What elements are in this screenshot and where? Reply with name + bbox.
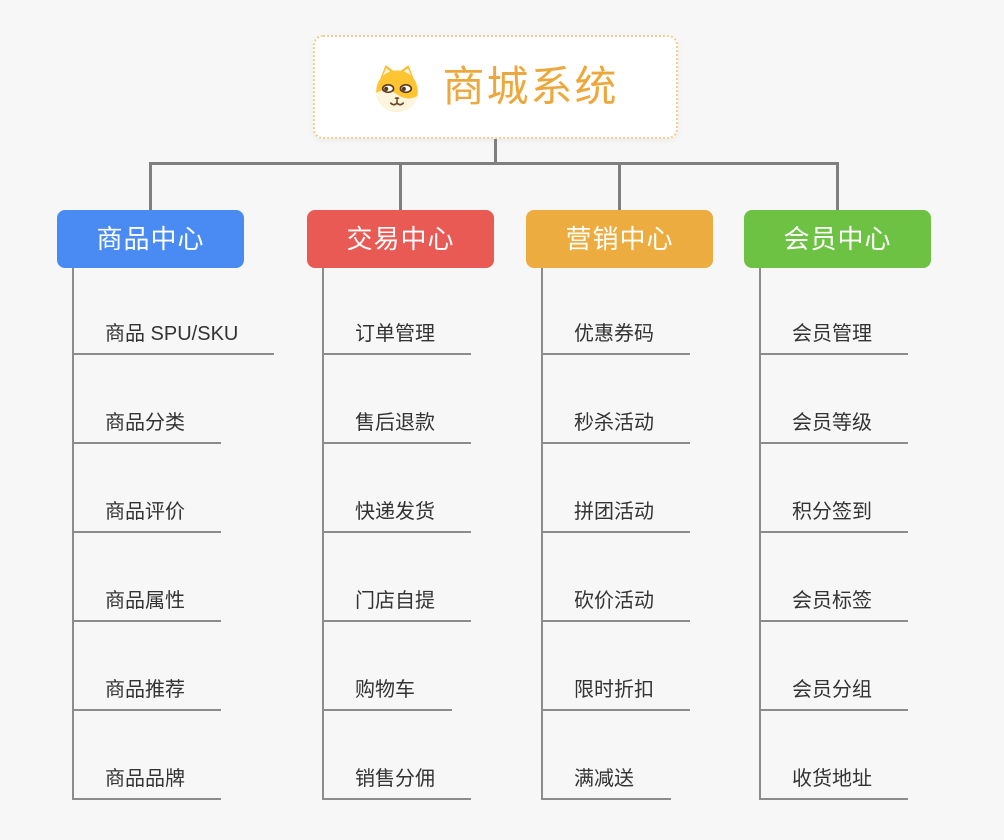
- children-list-marketing: 优惠券码秒杀活动拼团活动砍价活动限时折扣满减送: [541, 266, 690, 800]
- branch-label: 会员中心: [783, 224, 892, 254]
- trunk-stub-line: [494, 139, 497, 165]
- child-connector-line-marketing: [541, 268, 543, 800]
- branch-drop-line-marketing: [618, 162, 621, 210]
- child-node[interactable]: 会员标签: [759, 533, 908, 622]
- child-node[interactable]: 商品分类: [72, 355, 221, 444]
- child-node[interactable]: 商品属性: [72, 533, 221, 622]
- child-node[interactable]: 商品推荐: [72, 622, 221, 711]
- child-node[interactable]: 收货地址: [759, 711, 908, 800]
- child-node[interactable]: 砍价活动: [541, 533, 690, 622]
- branch-node-marketing[interactable]: 营销中心: [526, 210, 713, 268]
- child-node[interactable]: 商品 SPU/SKU: [72, 266, 275, 355]
- child-node[interactable]: 售后退款: [322, 355, 471, 444]
- child-node[interactable]: 秒杀活动: [541, 355, 690, 444]
- root-node[interactable]: 商城系统: [313, 35, 678, 139]
- child-connector-line-products: [72, 268, 74, 800]
- child-node[interactable]: 订单管理: [322, 266, 471, 355]
- branch-label: 商品中心: [96, 224, 205, 254]
- child-node[interactable]: 商品评价: [72, 444, 221, 533]
- child-node[interactable]: 会员分组: [759, 622, 908, 711]
- child-node[interactable]: 积分签到: [759, 444, 908, 533]
- child-node[interactable]: 限时折扣: [541, 622, 690, 711]
- children-list-trade: 订单管理售后退款快递发货门店自提购物车销售分佣: [322, 266, 471, 800]
- child-node[interactable]: 拼团活动: [541, 444, 690, 533]
- root-title: 商城系统: [442, 63, 619, 110]
- branch-node-products[interactable]: 商品中心: [57, 210, 244, 268]
- child-node[interactable]: 优惠券码: [541, 266, 690, 355]
- child-node[interactable]: 快递发货: [322, 444, 471, 533]
- branch-drop-line-members: [836, 162, 839, 210]
- child-node[interactable]: 商品品牌: [72, 711, 221, 800]
- trunk-horizontal-line: [149, 162, 839, 165]
- branch-drop-line-trade: [399, 162, 402, 210]
- child-node[interactable]: 会员等级: [759, 355, 908, 444]
- branch-drop-line-products: [149, 162, 152, 210]
- child-node[interactable]: 购物车: [322, 622, 452, 711]
- child-node[interactable]: 满减送: [541, 711, 671, 800]
- branch-node-members[interactable]: 会员中心: [744, 210, 931, 268]
- branch-label: 营销中心: [565, 224, 674, 254]
- branch-node-trade[interactable]: 交易中心: [307, 210, 494, 268]
- children-list-members: 会员管理会员等级积分签到会员标签会员分组收货地址: [759, 266, 908, 800]
- dog-face-icon: [372, 62, 422, 112]
- branch-label: 交易中心: [346, 224, 455, 254]
- child-node[interactable]: 销售分佣: [322, 711, 471, 800]
- child-connector-line-trade: [322, 268, 324, 800]
- child-node[interactable]: 门店自提: [322, 533, 471, 622]
- child-node[interactable]: 会员管理: [759, 266, 908, 355]
- child-connector-line-members: [759, 268, 761, 800]
